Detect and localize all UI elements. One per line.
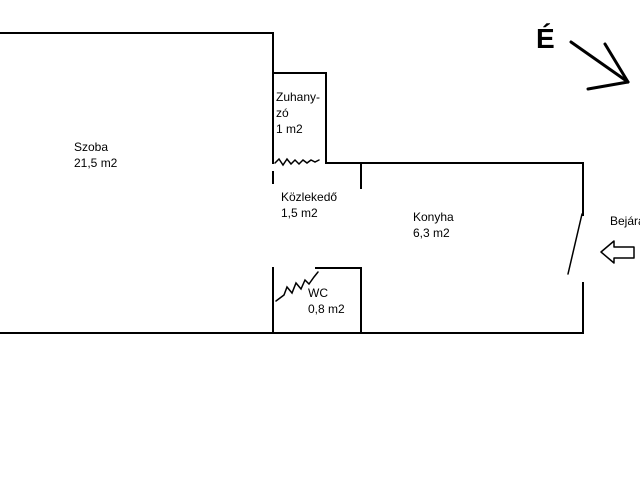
room-area: 0,8 m2 — [308, 302, 345, 316]
room-name: Szoba — [74, 140, 109, 154]
room-name-continued: zó — [276, 106, 289, 120]
room-area: 6,3 m2 — [413, 226, 450, 240]
wc-door-icon — [275, 271, 319, 302]
szoba-walls — [0, 32, 274, 164]
room-name: Közlekedő — [281, 190, 338, 204]
entrance-door-icon — [567, 213, 583, 275]
room-area: 1,5 m2 — [281, 206, 318, 220]
entrance-label: Bejárat — [610, 214, 640, 228]
arrow-left-outline-icon — [600, 240, 635, 264]
room-label-szoba: Szoba 21,5 m2 — [74, 139, 117, 171]
room-name: WC — [308, 286, 328, 300]
room-area: 21,5 m2 — [74, 156, 118, 170]
room-label-konyha: Konyha 6,3 m2 — [413, 209, 454, 241]
room-label-wc: WC 0,8 m2 — [308, 285, 345, 317]
room-name: Zuhany- — [276, 90, 321, 104]
room-area: 1 m2 — [276, 122, 303, 136]
shower-door-icon — [274, 157, 320, 167]
compass-letter: É — [536, 23, 555, 54]
room-label-kozlekedo: Közlekedő 1,5 m2 — [281, 189, 337, 221]
room-label-zuhanyzo: Zuhany- zó 1 m2 — [276, 89, 320, 137]
north-arrow-icon — [569, 40, 630, 91]
room-name: Konyha — [413, 210, 454, 224]
